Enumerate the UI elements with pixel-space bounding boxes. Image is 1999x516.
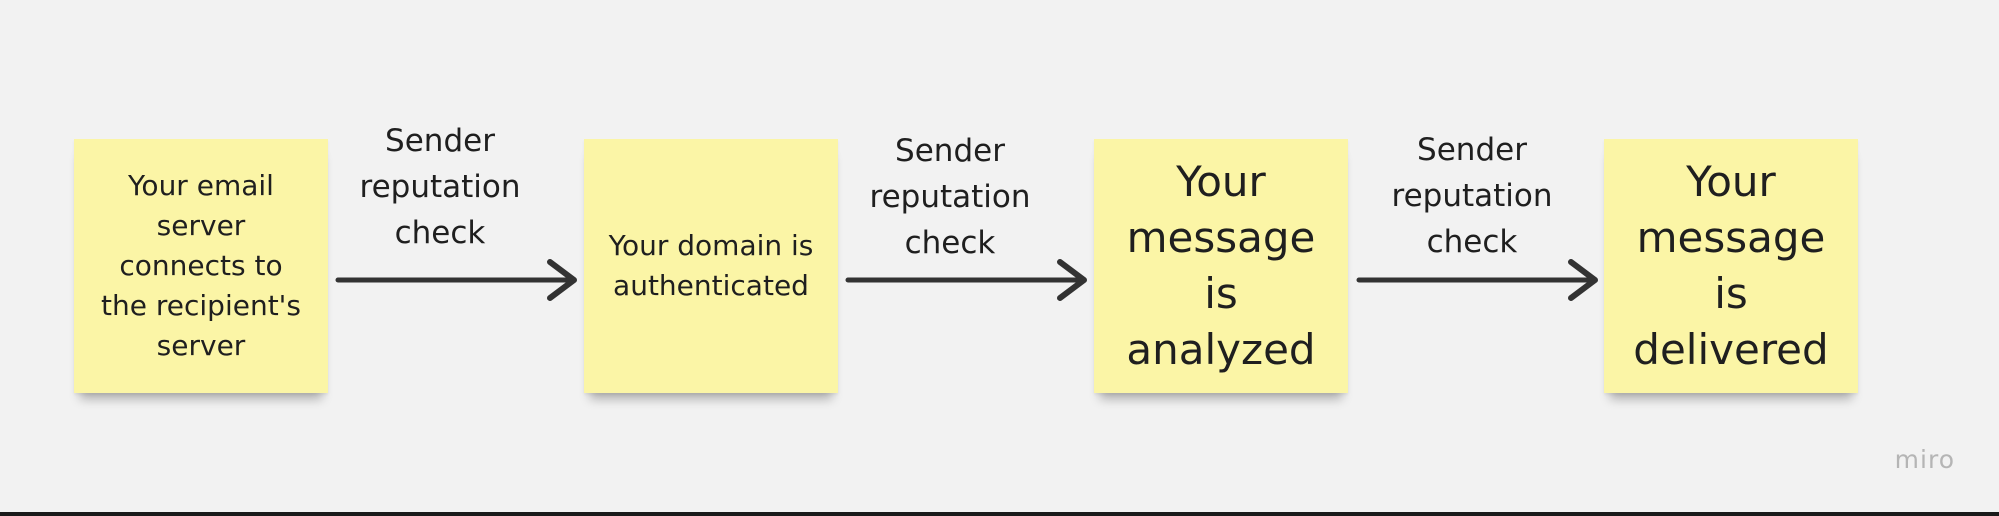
sticky-note-text: Your domain is authenticated (608, 229, 814, 302)
sticky-note-text: Your message is analyzed (1126, 157, 1316, 374)
sticky-note-step-1[interactable]: Your email server connects to the recipi… (74, 139, 328, 393)
sticky-note-step-3[interactable]: Your message is analyzed (1094, 139, 1348, 393)
bottom-border (0, 512, 1999, 516)
arrow-2 (845, 259, 1087, 301)
connector-label-2: Sender reputation check (869, 133, 1031, 261)
connector-label-3: Sender reputation check (1391, 132, 1553, 260)
sticky-note-text: Your email server connects to the recipi… (101, 169, 301, 362)
sticky-note-step-4[interactable]: Your message is delivered (1604, 139, 1858, 393)
miro-logo-watermark: miro (1894, 445, 1955, 474)
connector-label-1: Sender reputation check (359, 123, 521, 251)
sticky-note-text: Your message is delivered (1633, 157, 1829, 374)
sticky-note-step-2[interactable]: Your domain is authenticated (584, 139, 838, 393)
arrow-3 (1356, 259, 1598, 301)
arrow-1 (335, 259, 577, 301)
